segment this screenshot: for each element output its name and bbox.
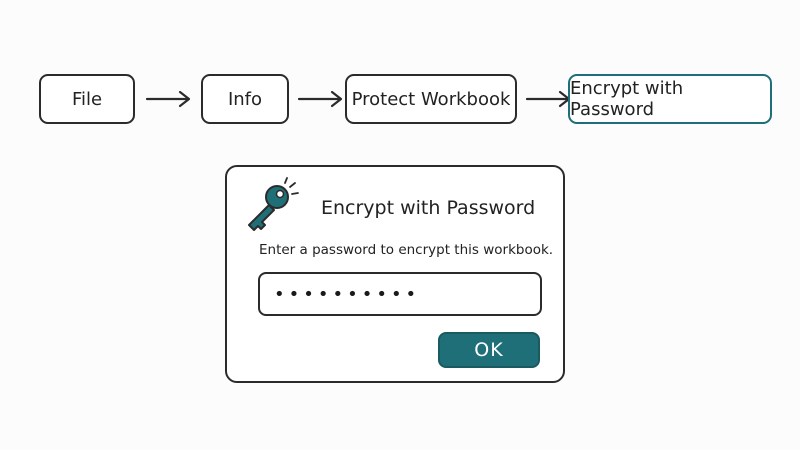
arrow-right-icon — [145, 90, 191, 108]
ok-button[interactable]: OK — [438, 332, 540, 368]
dialog-description: Enter a password to encrypt this workboo… — [259, 242, 554, 258]
encrypt-dialog: Encrypt with Password Enter a password t… — [225, 165, 565, 383]
step-label: Encrypt with Password — [570, 78, 684, 120]
key-icon — [248, 177, 299, 231]
arrow-right-icon — [525, 90, 571, 108]
step-protect-workbook: Protect Workbook — [345, 74, 517, 124]
password-input[interactable]: •••••••••• — [258, 272, 542, 316]
arrow-right-icon — [297, 90, 343, 108]
password-masked-value: •••••••••• — [274, 283, 421, 305]
step-file: File — [39, 74, 135, 124]
ok-button-label: OK — [474, 339, 504, 361]
step-encrypt-with-password: Encrypt with Password — [568, 74, 772, 124]
dialog-title: Encrypt with Password — [321, 197, 536, 219]
step-label: File — [71, 88, 103, 110]
step-label: Info — [227, 88, 263, 110]
step-label: Protect Workbook — [351, 88, 511, 110]
step-info: Info — [201, 74, 289, 124]
